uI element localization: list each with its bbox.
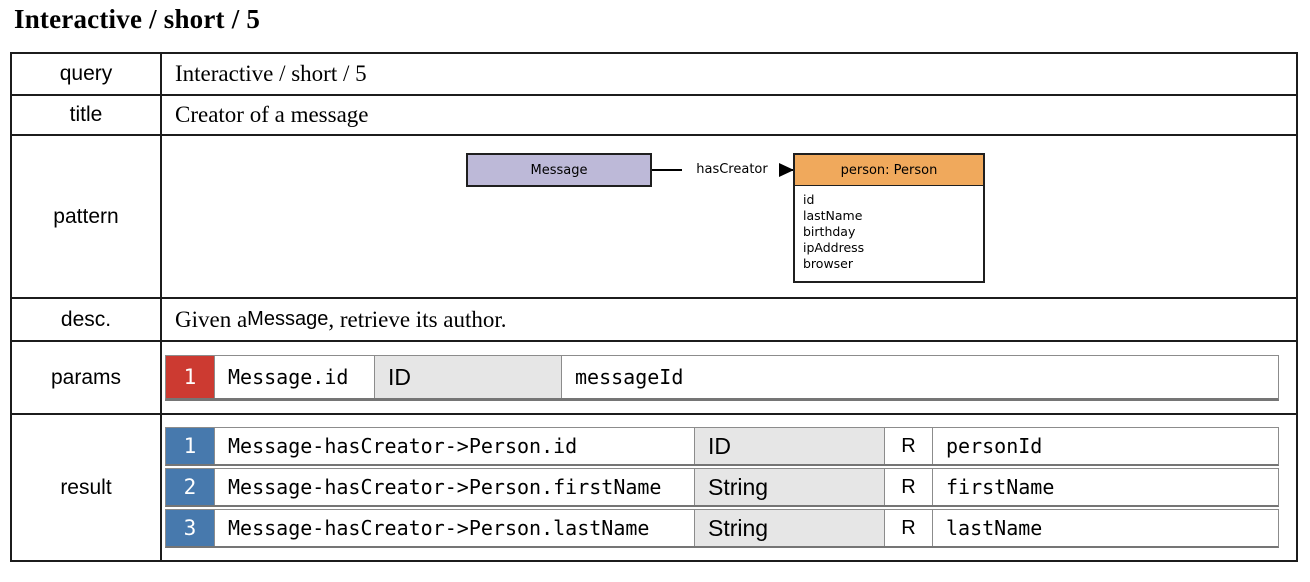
result-rows: 1 Message-hasCreator->Person.id ID R per… (165, 427, 1279, 550)
message-node-label: Message (530, 162, 588, 178)
pattern-row-label: pattern (12, 136, 162, 297)
result-variable: firstName (932, 469, 1278, 505)
result-row-label: result (12, 415, 162, 560)
row-result: result 1 Message-hasCreator->Person.id I… (12, 413, 1296, 560)
person-node-title: person: Person (840, 162, 938, 178)
query-row-value: Interactive / short / 5 (175, 61, 367, 86)
row-desc: desc. Given a Message, retrieve its auth… (12, 297, 1296, 340)
person-attribute: ipAddress (803, 240, 865, 255)
param-row: 1 Message.id ID messageId (165, 355, 1279, 401)
param-index-badge: 1 (166, 356, 214, 398)
person-attribute: lastName (803, 208, 863, 223)
person-node-attributes: id lastName birthday ipAddress browser (793, 185, 985, 283)
result-type: String (694, 469, 884, 505)
result-mode: R (884, 510, 932, 546)
title-row-value: Creator of a message (175, 102, 369, 127)
result-type: ID (694, 428, 884, 464)
result-index-badge: 2 (166, 469, 214, 505)
result-index-badge: 3 (166, 510, 214, 546)
result-row-1: 1 Message-hasCreator->Person.id ID R per… (165, 427, 1279, 466)
desc-text-prefix: Given a (175, 306, 248, 332)
has-creator-edge-label: hasCreator (682, 160, 782, 179)
query-spec-table: query Interactive / short / 5 title Crea… (10, 52, 1298, 562)
row-pattern: pattern Message hasCreator person: Perso… (12, 134, 1296, 297)
graph-pattern-diagram: Message hasCreator person: Person id las… (162, 136, 1296, 297)
result-row-3: 3 Message-hasCreator->Person.lastName St… (165, 509, 1279, 548)
row-params: params 1 Message.id ID messageId (12, 340, 1296, 413)
result-variable: personId (932, 428, 1278, 464)
desc-row-value: Given a Message, retrieve its author. (162, 299, 1296, 340)
result-field: Message-hasCreator->Person.firstName (214, 469, 694, 505)
param-variable: messageId (561, 356, 1278, 398)
person-attribute: birthday (803, 224, 856, 239)
pattern-row-value: Message hasCreator person: Person id las… (162, 136, 1296, 297)
edge-arrowhead-icon (779, 163, 794, 177)
result-type: String (694, 510, 884, 546)
row-query: query Interactive / short / 5 (12, 54, 1296, 94)
desc-row-label: desc. (12, 299, 162, 340)
result-mode: R (884, 469, 932, 505)
result-variable: lastName (932, 510, 1278, 546)
desc-type-reference: Message (247, 308, 329, 330)
row-title: title Creator of a message (12, 94, 1296, 134)
query-row-label: query (12, 54, 162, 94)
params-row-value: 1 Message.id ID messageId (162, 342, 1296, 413)
person-attribute: id (803, 192, 815, 207)
params-row-label: params (12, 342, 162, 413)
person-node-header: person: Person (793, 153, 985, 187)
param-field: Message.id (214, 356, 374, 398)
result-field: Message-hasCreator->Person.lastName (214, 510, 694, 546)
result-index-badge: 1 (166, 428, 214, 464)
param-type: ID (374, 356, 561, 398)
title-row-label: title (12, 96, 162, 134)
result-mode: R (884, 428, 932, 464)
page-title: Interactive / short / 5 (14, 4, 261, 34)
person-attribute: browser (803, 256, 854, 271)
result-row-2: 2 Message-hasCreator->Person.firstName S… (165, 468, 1279, 507)
message-node: Message (466, 153, 652, 187)
result-field: Message-hasCreator->Person.id (214, 428, 694, 464)
result-row-value: 1 Message-hasCreator->Person.id ID R per… (162, 415, 1296, 560)
desc-text-suffix: , retrieve its author. (328, 306, 507, 332)
